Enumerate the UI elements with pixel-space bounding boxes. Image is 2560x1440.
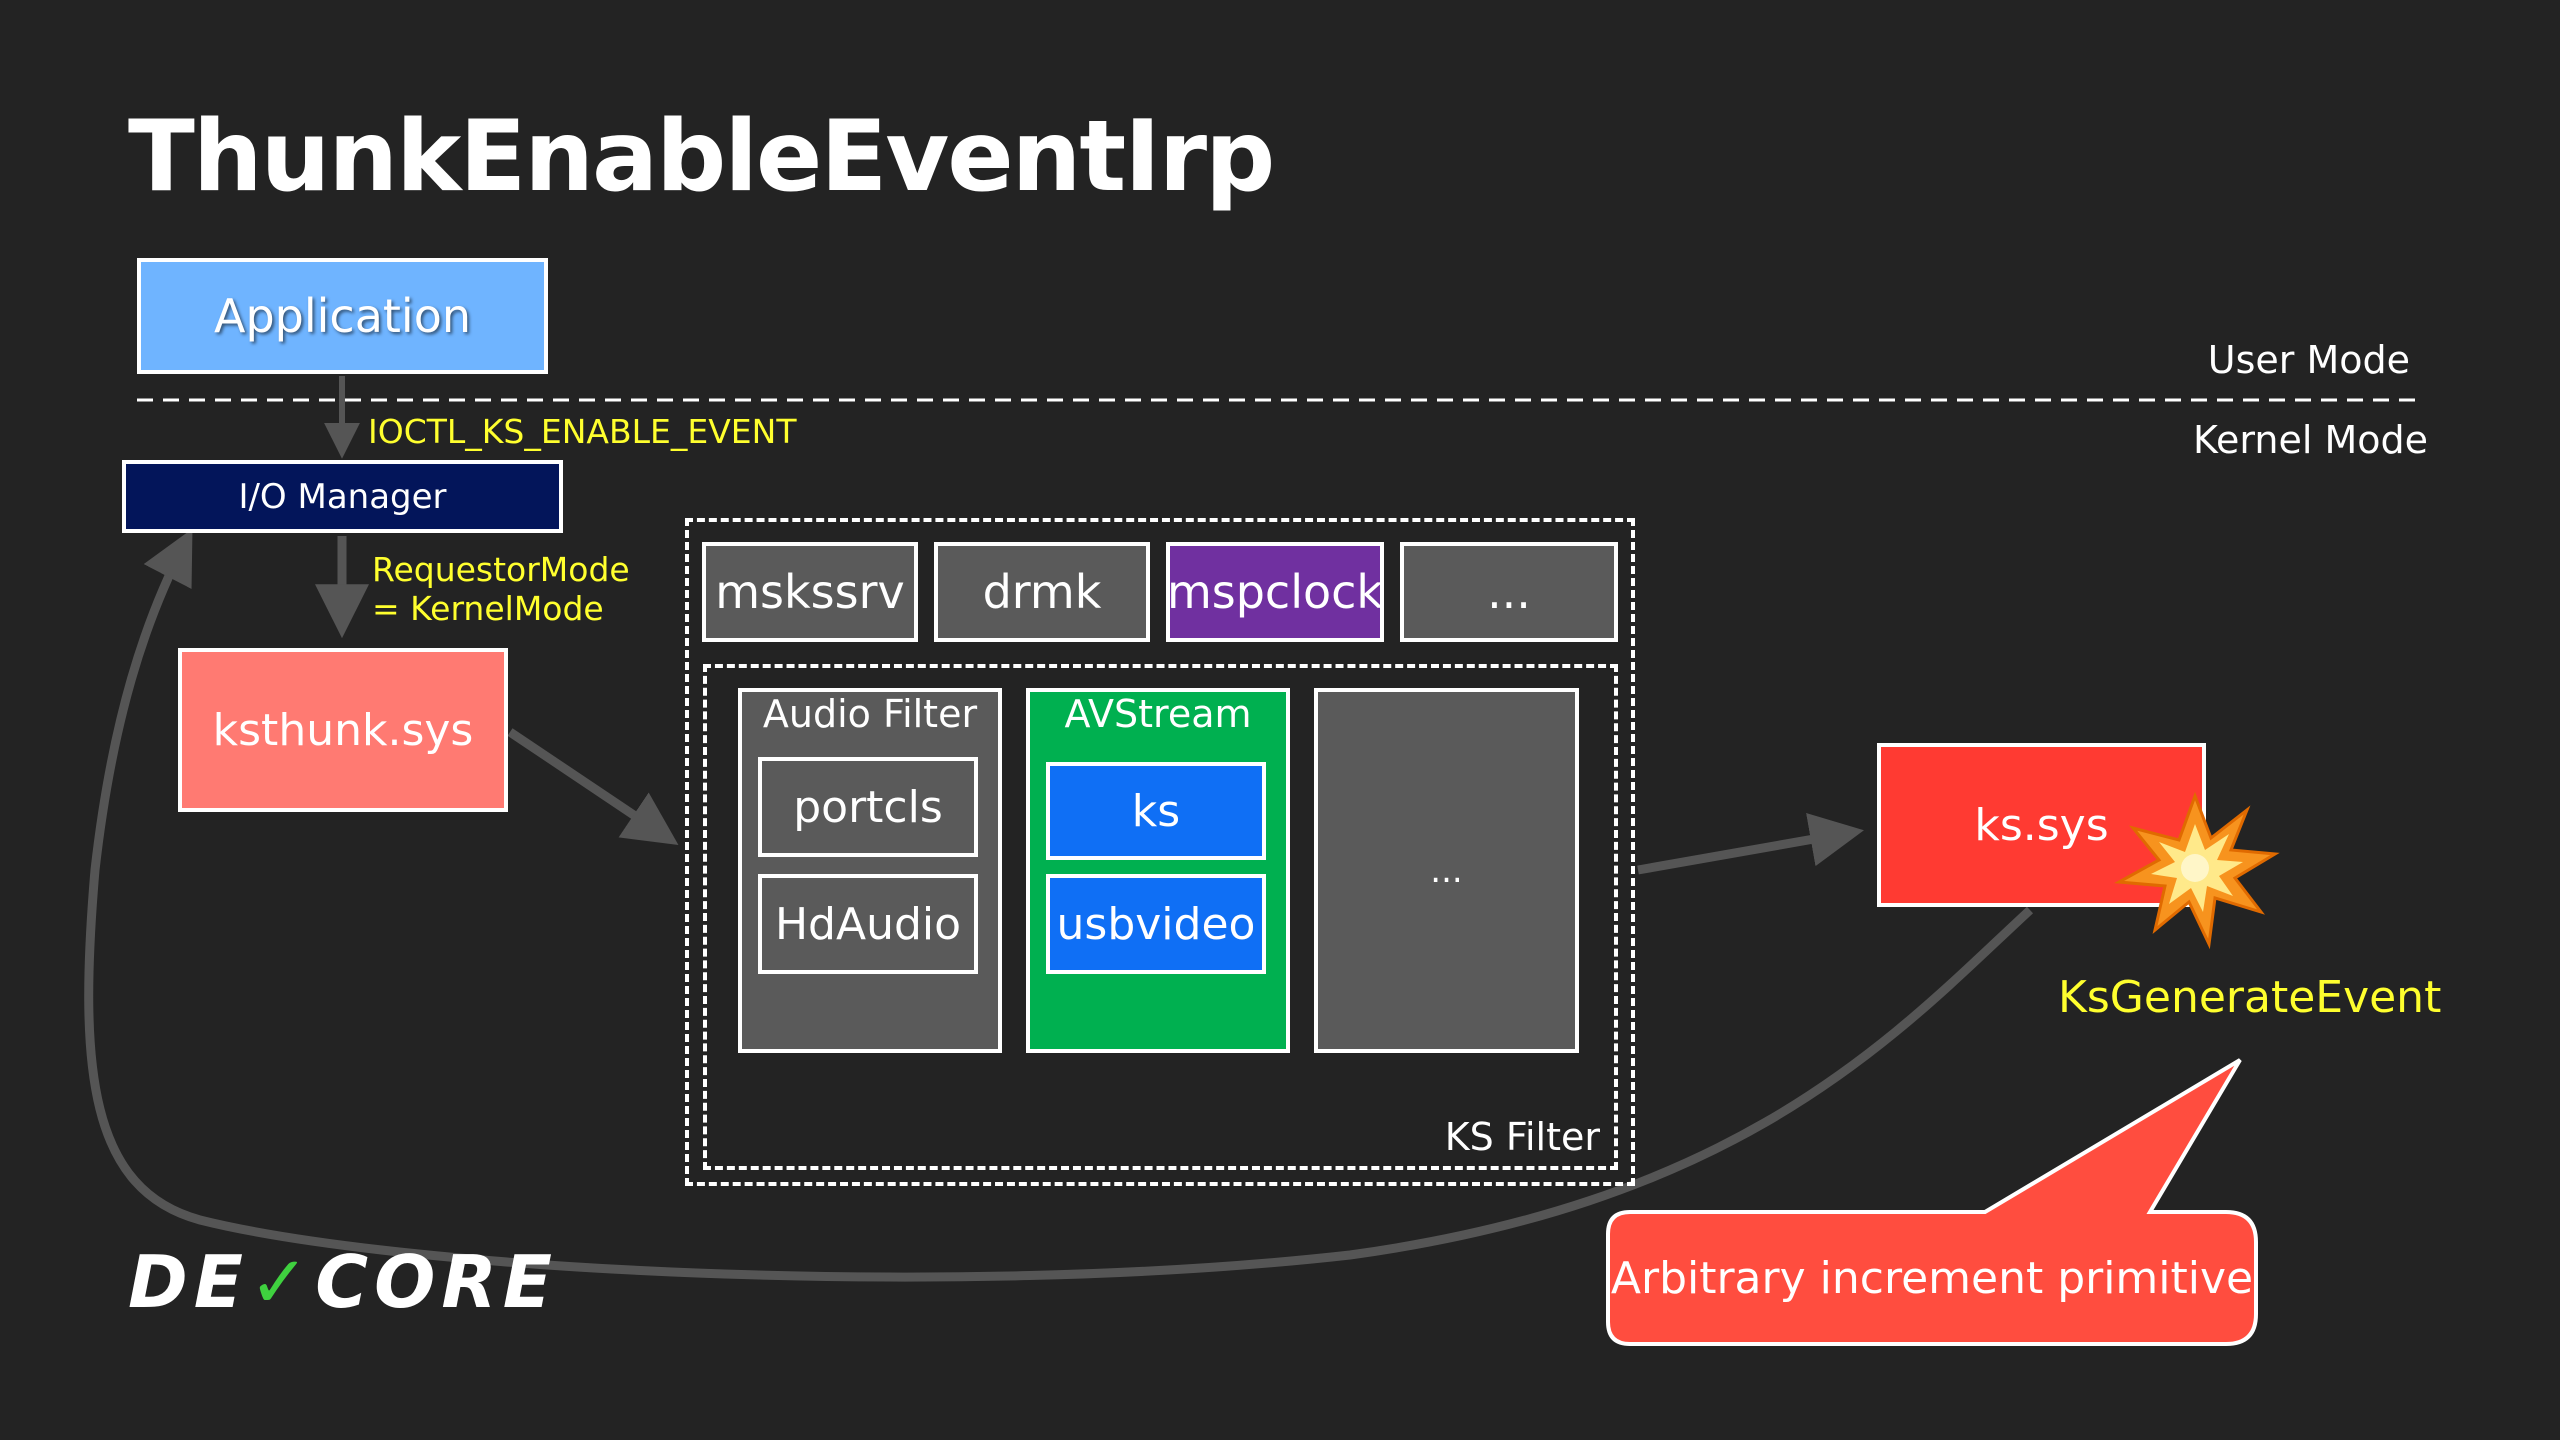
logo-suffix: CORE (315, 1240, 558, 1324)
ks-filter-label: KS Filter (1444, 1115, 1600, 1159)
avstream-title: AVStream (1064, 692, 1252, 736)
audio-filter-title: Audio Filter (762, 692, 978, 736)
arrow-filter-to-kssys (1637, 812, 1864, 875)
callout-text: Arbitrary increment primitive (1610, 1252, 2254, 1304)
logo-prefix: DE (128, 1240, 249, 1324)
page-title: ThunkEnableEventIrp (128, 100, 1275, 214)
kernel-mode-label: Kernel Mode (2193, 418, 2428, 462)
ksgenerateevent-label: KsGenerateEvent (2058, 972, 2442, 1023)
module-drmk: drmk (934, 542, 1150, 642)
requestor-mode-line2: = KernelMode (372, 589, 604, 628)
logo-check: ✓ (248, 1240, 316, 1324)
module-ellipsis: ... (1400, 542, 1618, 642)
filter-ellipsis-box: ... (1314, 688, 1579, 1053)
requestor-mode-label: RequestorMode = KernelMode (372, 550, 630, 628)
devcore-logo: DE✓CORE (128, 1240, 558, 1324)
return-arrow (84, 528, 2034, 1282)
avstream-box (1026, 688, 1290, 1053)
portcls-box: portcls (758, 757, 978, 857)
ks-filter-region (703, 664, 1618, 1170)
io-manager-box: I/O Manager (122, 460, 563, 533)
user-mode-label: User Mode (2207, 338, 2410, 382)
ksthunk-box: ksthunk.sys (178, 648, 508, 812)
kssys-box: ks.sys (1877, 743, 2206, 907)
ks-box: ks (1046, 762, 1266, 860)
usbvideo-box: usbvideo (1046, 874, 1266, 974)
module-mspclock: mspclock (1166, 542, 1384, 642)
arrow-ksthunk-to-filter (507, 728, 679, 846)
kernel-modules-region (685, 518, 1635, 1186)
requestor-mode-line1: RequestorMode (372, 550, 630, 589)
ioctl-label: IOCTL_KS_ENABLE_EVENT (368, 412, 797, 451)
callout-bubble (1606, 1058, 2258, 1346)
audio-filter-box (738, 688, 1002, 1053)
application-box: Application (137, 258, 548, 374)
module-mskssrv: mskssrv (702, 542, 918, 642)
hdaudio-box: HdAudio (758, 874, 978, 974)
